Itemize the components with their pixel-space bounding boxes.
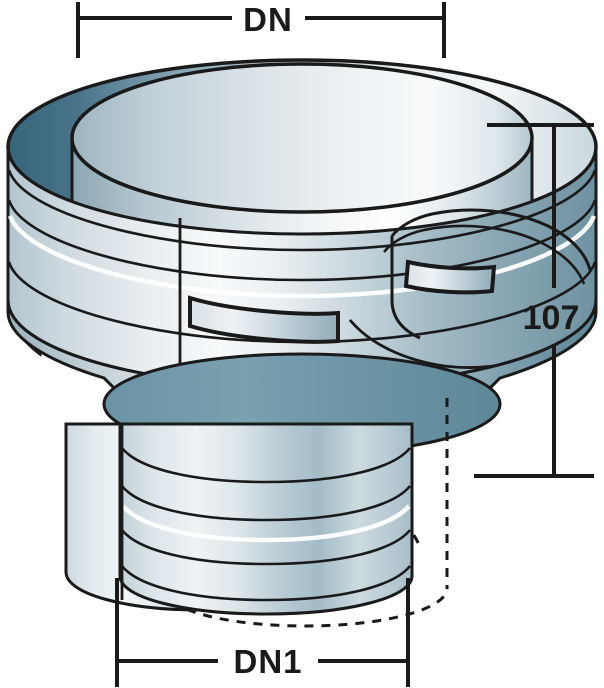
dim-top-label: DN bbox=[243, 1, 293, 38]
clamp-band-edge-inner bbox=[382, 224, 586, 285]
lower-cylinder bbox=[64, 398, 449, 628]
collar-highlight-band bbox=[7, 215, 597, 299]
clamp-band-edge-outer bbox=[390, 208, 592, 271]
slot-left-shape bbox=[188, 295, 340, 344]
slot-right-shape bbox=[403, 259, 497, 295]
dim-right-label: 107 bbox=[523, 299, 580, 337]
collar-seam-line-2 bbox=[7, 199, 597, 282]
spigot-seam-1 bbox=[120, 447, 412, 484]
hidden-outline bbox=[161, 398, 449, 628]
spigot-seam-2 bbox=[120, 485, 412, 522]
clamp-band-step bbox=[390, 236, 421, 340]
spigot-seam-4 bbox=[120, 565, 412, 602]
dimension-right-107: 107 bbox=[474, 123, 594, 478]
dimension-bottom-dn1: DN1 bbox=[115, 578, 410, 687]
slot-cutout-right bbox=[403, 259, 497, 295]
hidden-bottom-arc bbox=[161, 587, 449, 628]
spigot-seam-3 bbox=[120, 529, 412, 566]
bore-opening-ellipse bbox=[70, 62, 534, 214]
hidden-inner-arc bbox=[357, 496, 422, 549]
dimension-top-dn: DN bbox=[76, 1, 446, 58]
spigot-highlight-band bbox=[121, 504, 411, 543]
dim-bottom-label: DN1 bbox=[233, 643, 302, 680]
slot-cutout-left bbox=[188, 295, 340, 344]
collar-seam-line-1 bbox=[7, 169, 597, 252]
